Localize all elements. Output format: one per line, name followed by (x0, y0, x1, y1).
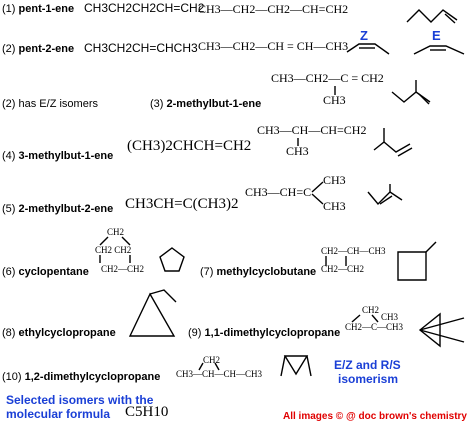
row10-label: (10) 1,2-dimethylcyclopropane (2, 371, 161, 383)
row8-label: (8) ethylcyclopropane (2, 327, 116, 339)
row9-structural-main: CH2—C—CH3 (345, 322, 404, 332)
row3-label: (3) 2-methylbut-1-ene (150, 98, 262, 110)
row6-structural-bottom: CH2—CH2 (101, 264, 145, 274)
row3-structural-main: CH3—CH2—C = CH2 (271, 71, 384, 85)
row1-condensed-formula: CH3CH2CH2CH=CH2 (84, 1, 205, 15)
copyright-credit: All images © @ doc brown's chemistry (283, 411, 467, 422)
row1-label: (1) pent-1-ene (2, 3, 75, 15)
row2-label: (2) pent-2-ene (2, 43, 75, 55)
row6-structural-top: CH2 (107, 227, 125, 237)
row5-branch-bonds (311, 181, 324, 205)
row6-structural-mid: CH2 CH2 (95, 245, 132, 255)
row2-ez-note: (2) has E/Z isomers (2, 98, 98, 110)
row1-structural-formula: CH3—CH2—CH2—CH=CH2 (198, 2, 349, 16)
ethylcyclopropane-skeletal (128, 289, 177, 337)
z-isomer-skeletal (346, 43, 390, 55)
row7-structural-top: CH2—CH—CH3 (321, 246, 386, 256)
row4-label: (4) 3-methylbut-1-ene (2, 150, 114, 162)
cyclopentane-skeletal (159, 247, 185, 272)
e-isomer-label: E (432, 28, 441, 43)
row5-structural-bottom: CH3 (323, 199, 346, 213)
row4-structural-branch: CH3 (286, 144, 309, 158)
row9-structural-top2: CH3 (381, 312, 399, 322)
row3-branch-bond (334, 86, 336, 95)
row5-structural-main: CH3—CH=C (245, 185, 312, 199)
row6-ring-bonds (99, 236, 131, 263)
row7-ring-bonds (325, 256, 347, 266)
caption: Selected isomers with the molecular form… (6, 393, 154, 421)
ez-rs-note: E/Z and R/S isomerism (334, 358, 401, 386)
row9-structural-top: CH2 (362, 305, 380, 315)
row3-structural-branch: CH3 (323, 93, 346, 107)
row5-label: (5) 2-methylbut-2-ene (2, 203, 114, 215)
row2-condensed-formula: CH3CH2CH=CHCH3 (84, 41, 198, 55)
row2-structural-formula: CH3—CH2—CH = CH—CH3 (198, 39, 349, 53)
row10-structural-main: CH3—CH—CH—CH3 (176, 369, 263, 379)
row6-label: (6) cyclopentane (2, 266, 89, 278)
row1-skeletal-structure (406, 9, 458, 24)
row4-condensed-formula: (CH3)2CHCH=CH2 (127, 138, 252, 154)
row7-label: (7) methylcyclobutane (200, 266, 317, 278)
row5-skeletal-structure (367, 184, 403, 206)
row4-structural-main: CH3—CH—CH=CH2 (257, 123, 367, 137)
row4-branch-bond (297, 138, 299, 146)
e-isomer-skeletal (413, 45, 465, 55)
row9-label: (9) 1,1-dimethylcyclopropane (188, 327, 341, 339)
row7-structural-bottom: CH2—CH2 (321, 264, 365, 274)
row4-skeletal-structure (373, 128, 413, 157)
dimethylcyclopropane-11-skeletal (418, 312, 465, 348)
row5-condensed-formula: CH3CH=C(CH3)2 (125, 196, 239, 212)
molecular-formula: C5H10 (125, 404, 169, 420)
row3-skeletal-structure (391, 80, 431, 105)
row10-structural-top: CH2 (203, 355, 221, 365)
row9-ring-bonds (351, 314, 379, 323)
row10-ring-bonds (198, 362, 220, 371)
row5-structural-top: CH3 (323, 173, 346, 187)
dimethylcyclopropane-12-skeletal (280, 355, 312, 377)
methylcyclobutane-skeletal (397, 241, 437, 281)
z-isomer-label: Z (360, 28, 368, 43)
